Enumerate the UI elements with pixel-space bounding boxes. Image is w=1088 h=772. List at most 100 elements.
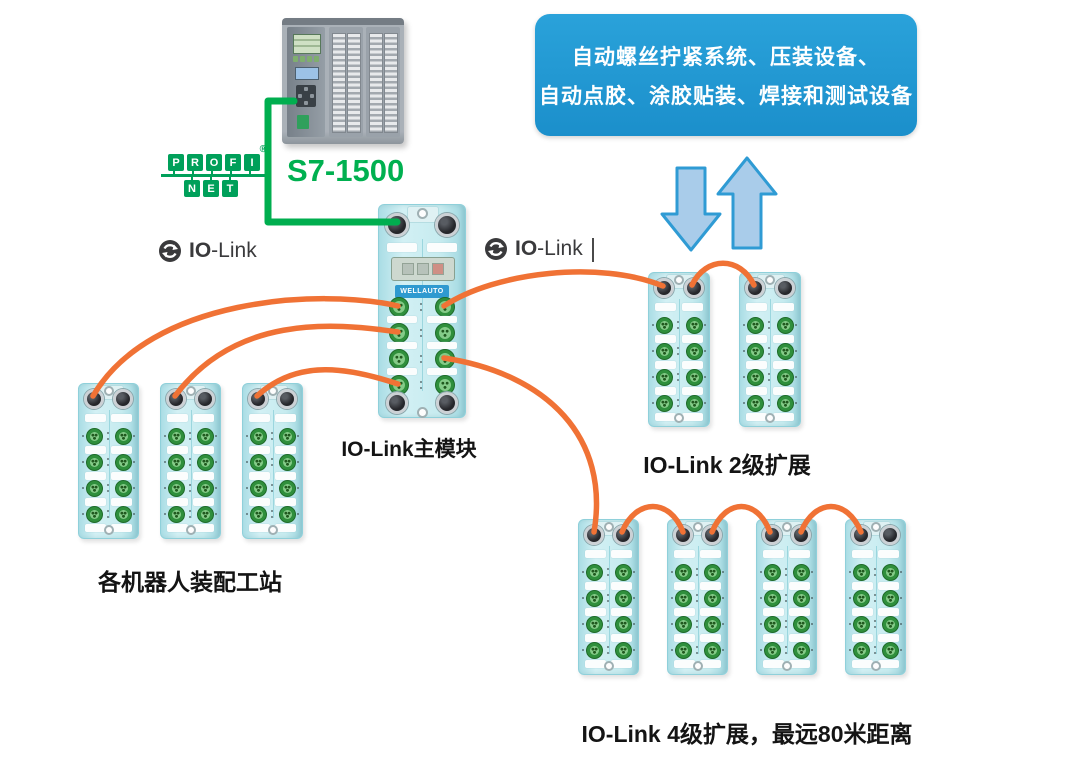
led-dot [768,379,770,381]
m12-port-green [763,563,781,581]
led-dot [246,435,248,437]
led-dot [811,571,813,573]
m12-port-green [614,615,632,633]
led-dot [582,623,584,625]
led-dot [671,649,673,651]
led-dot [695,646,698,648]
led-dot [582,571,584,573]
m12-port-green [249,505,267,523]
led-dot [633,597,635,599]
m12-port-green [585,563,603,581]
info-box: 自动螺丝拧紧系统、压装设备、 自动点胶、涂胶贴装、焊接和测试设备 [535,14,917,136]
led-dot [606,646,609,648]
robot-stations-label: 各机器人装配工站 [98,569,282,595]
label-strip [611,608,632,616]
mounting-hole [185,386,196,396]
io-module [845,519,906,675]
m12-port-green [792,641,810,659]
led-dot [695,600,698,602]
profinet-letter-box: F [225,154,241,171]
m12-port-green [614,563,632,581]
led-dot [270,490,273,492]
mounting-hole [765,275,775,285]
m12-port-green [746,394,764,412]
label-strip [773,387,794,395]
label-strip [773,413,794,421]
label-strip [167,498,188,506]
led-dot [722,649,724,651]
label-strip [611,550,632,558]
label-strip [746,413,767,421]
label-strip [700,660,721,668]
label-strip [682,303,703,311]
label-strip [878,660,899,668]
m12-port-green [435,323,455,343]
label-strip [878,582,899,590]
m12-port-green [278,427,296,445]
m12-port-black [745,278,765,298]
plc-io-module-2 [366,27,400,137]
registered-mark: ® [259,144,267,155]
label-strip [249,472,270,480]
label-strip [700,550,721,558]
m12-port-green [852,615,870,633]
led-dot [582,649,584,651]
label-strip [85,472,106,480]
m12-port-black [775,278,795,298]
mounting-hole [765,413,775,423]
m12-port-black [791,525,811,545]
led-dot [849,597,851,599]
m12-port-green [249,453,267,471]
led-dot [873,646,876,648]
label-strip [655,413,676,421]
plc-unit [282,18,404,144]
io-module [578,519,639,675]
master-module-label: IO-Link主模块 [341,438,477,461]
label-strip [193,498,214,506]
led-dot [270,438,273,440]
m12-port-green [585,615,603,633]
mounting-hole [692,522,703,532]
m12-port-green [167,479,185,497]
center-groove [679,299,680,406]
m12-port-black [880,525,900,545]
label-strip [773,361,794,369]
m12-port-green [763,589,781,607]
m12-port-green [703,641,721,659]
led-dot [760,571,762,573]
m12-port-green [167,453,185,471]
m12-port-green [85,427,103,445]
profinet-stub [230,171,232,175]
led-dot [873,568,876,570]
led-dot [784,568,787,570]
m12-port-green [852,589,870,607]
label-strip [249,446,270,454]
m12-port-green [85,505,103,523]
m12-port-green [776,368,794,386]
label-strip [789,550,810,558]
m12-port-green [792,589,810,607]
m12-port-green [685,342,703,360]
mounting-hole [870,661,881,671]
mounting-hole [103,386,114,396]
led-dot [811,649,813,651]
m12-port-black [436,392,458,414]
io-module [160,383,221,539]
s7-1500-label: S7-1500 [287,153,405,188]
label-strip [674,550,695,558]
label-strip [789,582,810,590]
label-strip [746,387,767,395]
led-dot [106,432,109,434]
led-dot [784,600,787,602]
led-dot [677,327,679,329]
led-dot [215,461,217,463]
text-cursor-artifact [592,238,594,262]
led-dot [633,623,635,625]
io-link-master-module: WELLAUTO [378,204,466,418]
led-dot [873,626,876,628]
led-dot [188,490,191,492]
mounting-hole [603,522,614,532]
brand-label: WELLAUTO [395,285,449,298]
